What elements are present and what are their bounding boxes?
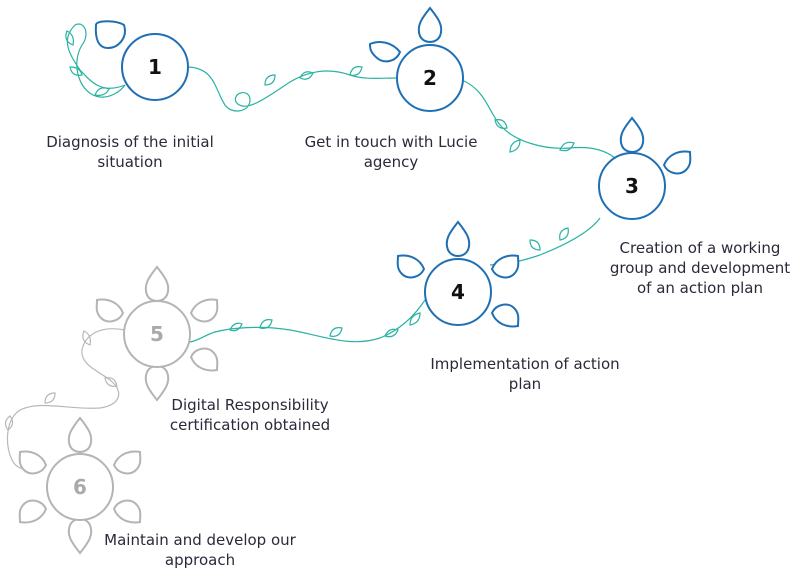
step-label-1: Diagnosis of the initial situation [46, 133, 214, 171]
petal-icon [18, 499, 48, 524]
step-number-6: 6 [73, 475, 87, 499]
vine-2-3 [461, 79, 616, 159]
step-node-1: 1 [94, 20, 189, 101]
petal-icon [368, 41, 402, 63]
step-number-4: 4 [451, 280, 465, 304]
step-label-3: Creation of a working group and developm… [609, 239, 791, 297]
petal-icon [67, 416, 93, 453]
step-label-2: Get in touch with Lucie agency [304, 133, 478, 171]
step-node-3: 3 [598, 116, 692, 220]
step-number-3: 3 [625, 174, 639, 198]
petal-icon [490, 303, 520, 328]
petal-icon [95, 298, 125, 323]
petal-icon [619, 116, 645, 153]
petal-icon [144, 265, 170, 302]
vine-5-6 [6, 328, 126, 471]
vine-1-2 [187, 66, 398, 112]
petal-icon [417, 6, 443, 43]
step-label-6: Maintain and develop our approach [104, 531, 296, 569]
step-number-5: 5 [150, 322, 164, 346]
step-number-1: 1 [148, 55, 162, 79]
petal-icon [490, 254, 520, 279]
petal-icon [396, 254, 426, 279]
petal-icon [189, 347, 219, 372]
petal-icon [67, 518, 93, 555]
petal-icon [94, 20, 126, 50]
step-node-4: 4 [396, 220, 520, 328]
step-label-4: Implementation of action plan [430, 355, 620, 393]
step-node-5: 5 [95, 265, 219, 402]
step-node-6: 6 [18, 416, 142, 555]
step-node-2: 2 [368, 6, 464, 112]
petal-icon [112, 499, 142, 524]
vine-start [66, 23, 126, 98]
petal-icon [112, 450, 142, 475]
vine-4-5 [189, 299, 426, 343]
step-label-5: Digital Responsibility certification obt… [169, 396, 331, 434]
petal-icon [189, 298, 219, 323]
step-number-2: 2 [423, 66, 437, 90]
petal-icon [18, 450, 48, 475]
petal-icon [445, 220, 471, 257]
petal-icon [662, 150, 692, 175]
